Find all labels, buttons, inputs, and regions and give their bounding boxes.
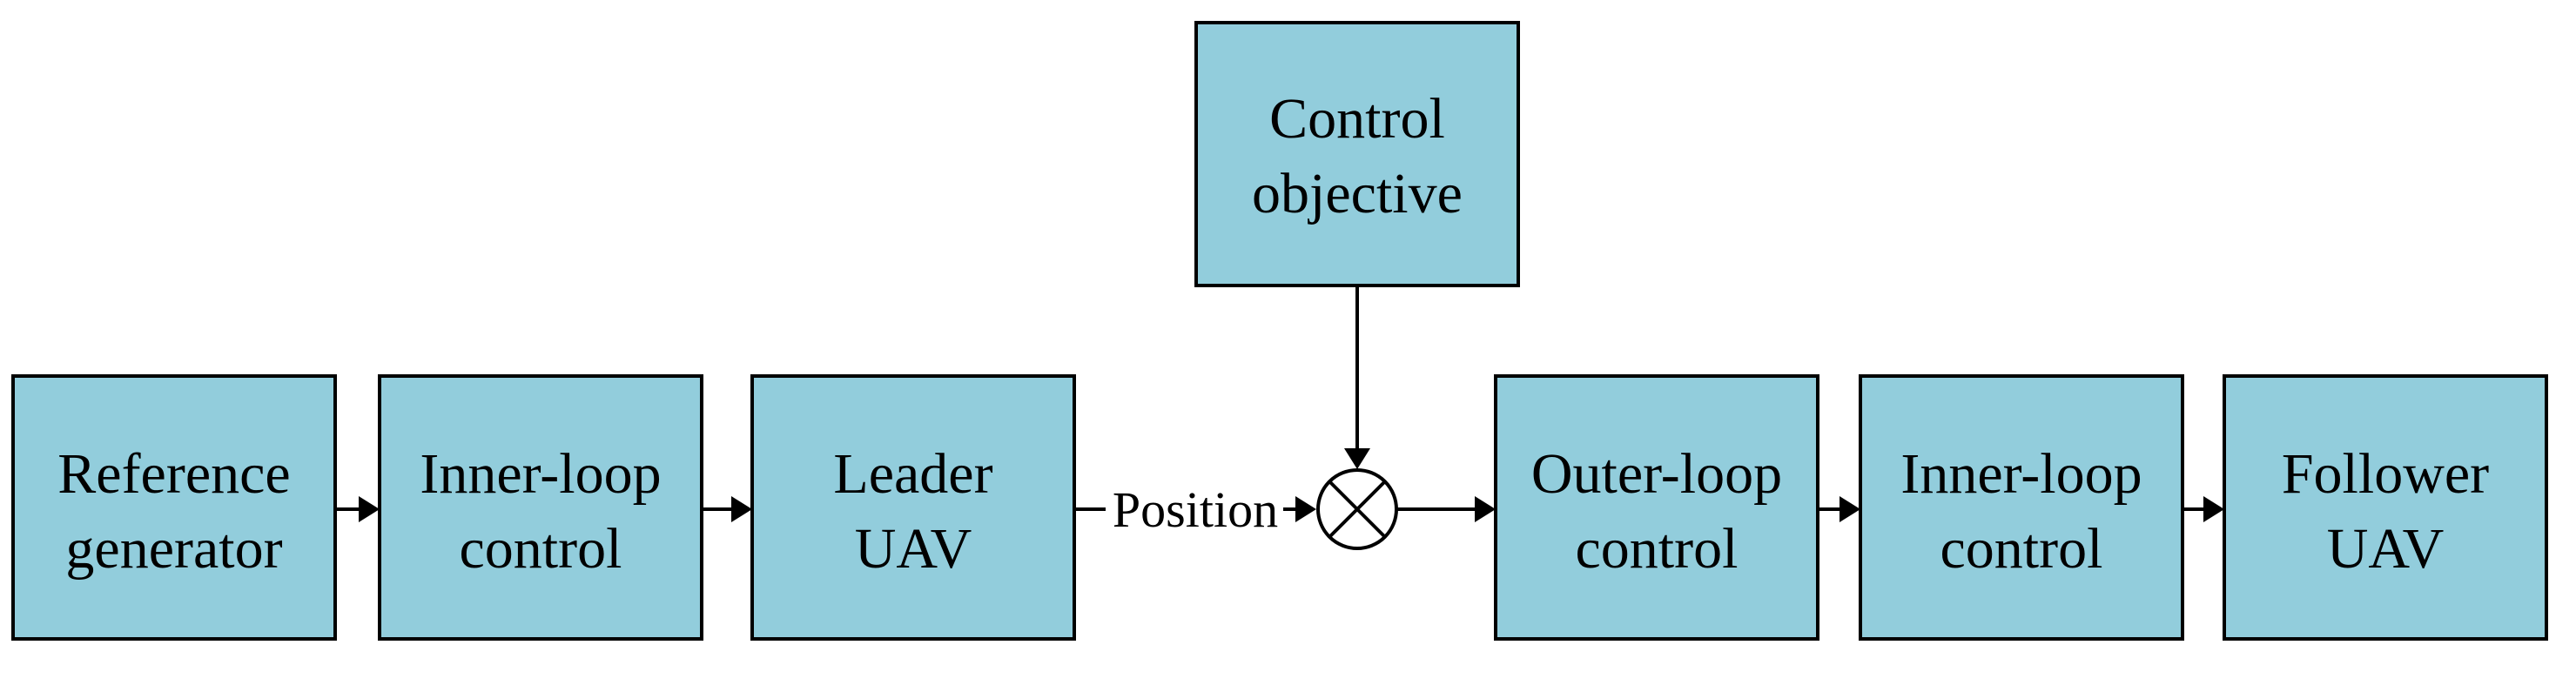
summing-junction	[1316, 468, 1398, 550]
outer-loop-control-box	[1494, 374, 1819, 641]
follower-uav-block: Follower UAV	[2223, 374, 2548, 641]
arrow-junction-to-outer-loop	[1396, 496, 1496, 522]
arrow-outer-loop-to-inner-loop	[1818, 496, 1860, 522]
control-objective-box	[1194, 21, 1520, 287]
follower-uav-box	[2223, 374, 2548, 641]
position-signal: Position	[1074, 481, 1316, 538]
outer-loop-label-line1: Outer-loop	[1531, 442, 1782, 506]
position-label: Position	[1113, 481, 1278, 538]
arrowhead-icon	[731, 496, 752, 522]
arrowhead-icon	[1295, 496, 1316, 522]
follower-inner-loop-control-box	[1859, 374, 2184, 641]
leader-uav-box	[750, 374, 1076, 641]
leader-inner-loop-label-line2: control	[460, 517, 622, 581]
reference-generator-label-line1: Reference	[57, 442, 290, 506]
arrowhead-icon	[2203, 496, 2224, 522]
arrowhead-icon	[1475, 496, 1496, 522]
reference-generator-box	[11, 374, 337, 641]
outer-loop-label-line2: control	[1576, 517, 1739, 581]
leader-inner-loop-control-box	[378, 374, 703, 641]
arrowhead-icon	[1840, 496, 1860, 522]
control-objective-label-line1: Control	[1269, 87, 1445, 151]
arrow-inner-loop-to-leader	[702, 496, 752, 522]
reference-generator-label-line2: generator	[65, 517, 282, 581]
leader-uav-block: Leader UAV	[750, 374, 1076, 641]
follower-inner-loop-label-line2: control	[1940, 517, 2103, 581]
control-objective-block: Control objective	[1194, 21, 1520, 287]
leader-uav-label-line1: Leader	[833, 442, 992, 506]
leader-uav-label-line2: UAV	[855, 517, 972, 581]
arrowhead-icon	[359, 496, 380, 522]
arrow-objective-to-junction	[1344, 286, 1370, 469]
reference-generator-block: Reference generator	[11, 374, 337, 641]
control-objective-label-line2: objective	[1252, 162, 1463, 225]
leader-inner-loop-label-line1: Inner-loop	[420, 442, 661, 506]
follower-uav-label-line1: Follower	[2282, 442, 2489, 506]
follower-inner-loop-control-block: Inner-loop control	[1859, 374, 2184, 641]
outer-loop-control-block: Outer-loop control	[1494, 374, 1819, 641]
arrow-inner-loop-to-follower	[2183, 496, 2224, 522]
follower-inner-loop-label-line1: Inner-loop	[1900, 442, 2142, 506]
leader-inner-loop-control-block: Inner-loop control	[378, 374, 703, 641]
arrow-reference-to-inner-loop	[335, 496, 380, 522]
follower-uav-label-line2: UAV	[2327, 517, 2444, 581]
arrowhead-icon	[1344, 448, 1370, 469]
